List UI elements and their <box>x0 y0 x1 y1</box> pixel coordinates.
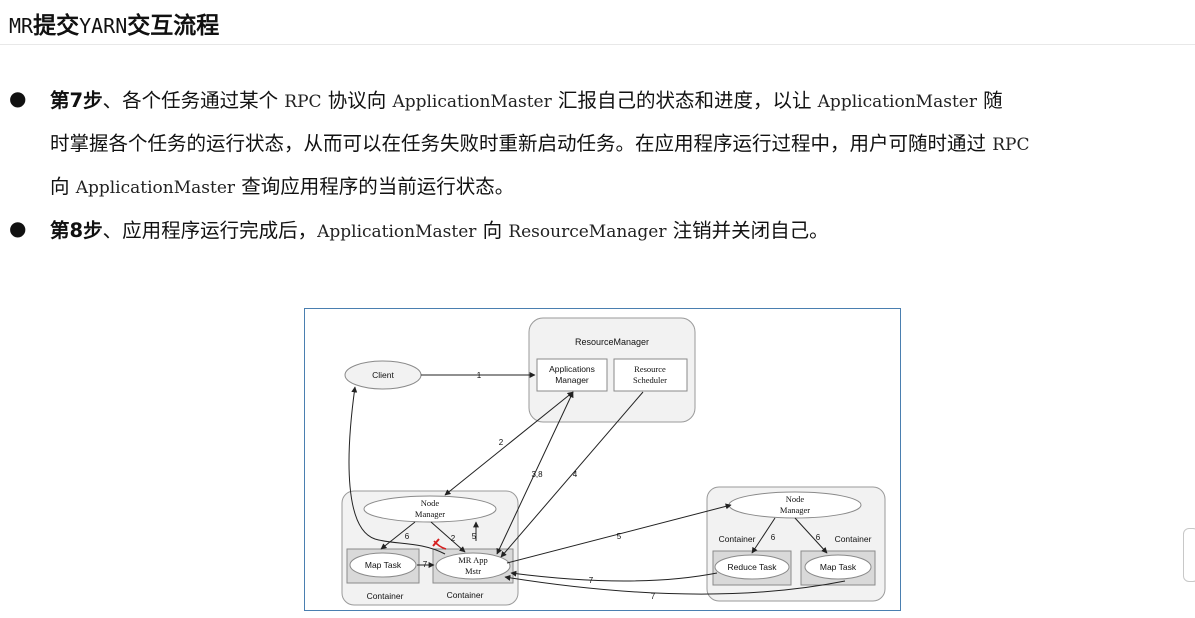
step-label: 第7步 <box>50 89 103 112</box>
bullet-dot-icon: ● <box>9 216 27 240</box>
reduce-task-node <box>714 554 790 580</box>
bullet-paragraph-step7: 第7步、各个任务通过某个 RPC 协议向 ApplicationMaster 汇… <box>50 80 1190 209</box>
resource-scheduler-box <box>613 358 688 392</box>
edge-4 <box>500 391 644 558</box>
bullet-dot-icon: ● <box>9 86 27 110</box>
edge-label-5-up: 5 <box>472 532 477 541</box>
edge-label-6-reduce: 6 <box>771 533 776 542</box>
edge-3-8 <box>496 391 574 555</box>
text-run: 时掌握各个任务的运行状态，从而可以在任务失败时重新启动任务。在应用程序运行过程中… <box>50 132 993 155</box>
resource-scheduler-line1: Resource <box>634 364 666 374</box>
edge-label-7-map: 7 <box>651 592 656 601</box>
diagram-canvas: ResourceManager Applications Manager Res… <box>341 317 886 606</box>
edge-label-3-8: 3,8 <box>531 470 543 479</box>
container-label-left: Container <box>367 591 404 601</box>
text-run: ApplicationMaster <box>75 178 236 198</box>
title-bold-1: 提交 <box>33 13 80 39</box>
yarn-flow-diagram: ResourceManager Applications Manager Res… <box>304 308 901 611</box>
edge-7-reduce <box>510 570 718 582</box>
right-map-task-node <box>804 554 872 580</box>
edge-label-1: 1 <box>477 371 482 380</box>
side-panel-handle[interactable] <box>1183 528 1195 582</box>
text-run: 向 <box>476 219 509 242</box>
bullet-paragraph-step8: 第8步、应用程序运行完成后，ApplicationMaster 向 Resour… <box>50 210 1190 253</box>
resource-manager-label: ResourceManager <box>575 337 649 347</box>
edge-6-left <box>380 521 416 550</box>
right-node-manager-line1: Node <box>786 494 805 504</box>
edge-label-6-map: 6 <box>816 533 821 542</box>
resource-scheduler-line2: Scheduler <box>633 375 667 385</box>
left-node-manager <box>363 495 497 523</box>
heading-divider <box>0 44 1195 45</box>
text-run: 向 <box>50 175 76 198</box>
text-run: 、各个任务通过某个 <box>102 89 285 112</box>
edge-label-6-left: 6 <box>405 532 410 541</box>
container-label-right-2: Container <box>835 534 872 544</box>
text-run: 随 <box>976 89 1003 112</box>
edge-label-2: 2 <box>499 438 504 447</box>
edge-label-4: 4 <box>573 470 578 479</box>
edge-label-2b: 2 <box>451 534 456 543</box>
edge-label-5: 5 <box>617 532 622 541</box>
client-label: Client <box>372 370 394 380</box>
text-run: 、应用程序运行完成后， <box>102 219 318 242</box>
applications-manager-line2: Manager <box>555 375 589 385</box>
text-run: 协议向 <box>321 89 393 112</box>
text-run: ApplicationMaster <box>392 92 552 112</box>
red-check-mark <box>433 540 447 550</box>
edge-6-mid <box>430 521 466 553</box>
text-run: RPC <box>992 135 1030 155</box>
text-run: RPC <box>284 92 322 112</box>
edge-6-reduce <box>751 517 776 554</box>
edge-label-7-left: 7 <box>423 560 428 569</box>
mr-app-mstr-node <box>435 552 511 580</box>
text-run: ResourceManager <box>508 222 667 242</box>
applications-manager-line1: Applications <box>549 364 595 374</box>
title-mono: YARN <box>79 14 128 38</box>
title-bold-2: 交互流程 <box>127 13 220 39</box>
applications-manager-box <box>536 358 608 392</box>
container-label-mid: Container <box>447 590 484 600</box>
edge-label-7-reduce: 7 <box>589 576 594 585</box>
right-node-manager-line2: Manager <box>780 505 810 515</box>
edge-7-map <box>504 574 846 595</box>
mr-app-line1: MR App <box>458 555 488 565</box>
container-label-right-1: Container <box>719 534 756 544</box>
right-map-task-label: Map Task <box>820 562 857 572</box>
reduce-task-label: Reduce Task <box>728 562 778 572</box>
edge-2 <box>444 391 574 496</box>
edge-5 <box>506 503 732 564</box>
text-run: 汇报自己的状态和进度，以让 <box>551 89 818 112</box>
text-run: ApplicationMaster <box>817 92 977 112</box>
edge-6-map <box>794 517 828 554</box>
map-task-node <box>349 552 417 578</box>
left-node-manager-line2: Manager <box>415 509 445 519</box>
edge-client-mstr <box>348 386 446 555</box>
text-run: 注销并关闭自己。 <box>666 219 829 242</box>
left-node-manager-line1: Node <box>421 498 440 508</box>
red-slash-mark <box>432 538 440 547</box>
text-run: 查询应用程序的当前运行状态。 <box>235 175 515 198</box>
mr-app-line2: Mstr <box>465 566 481 576</box>
title-prefix: MR <box>9 14 34 38</box>
page-title: MR提交YARN交互流程 <box>9 6 219 40</box>
map-task-label: Map Task <box>365 560 402 570</box>
text-run: ApplicationMaster <box>317 222 477 242</box>
step-label: 第8步 <box>50 219 103 242</box>
